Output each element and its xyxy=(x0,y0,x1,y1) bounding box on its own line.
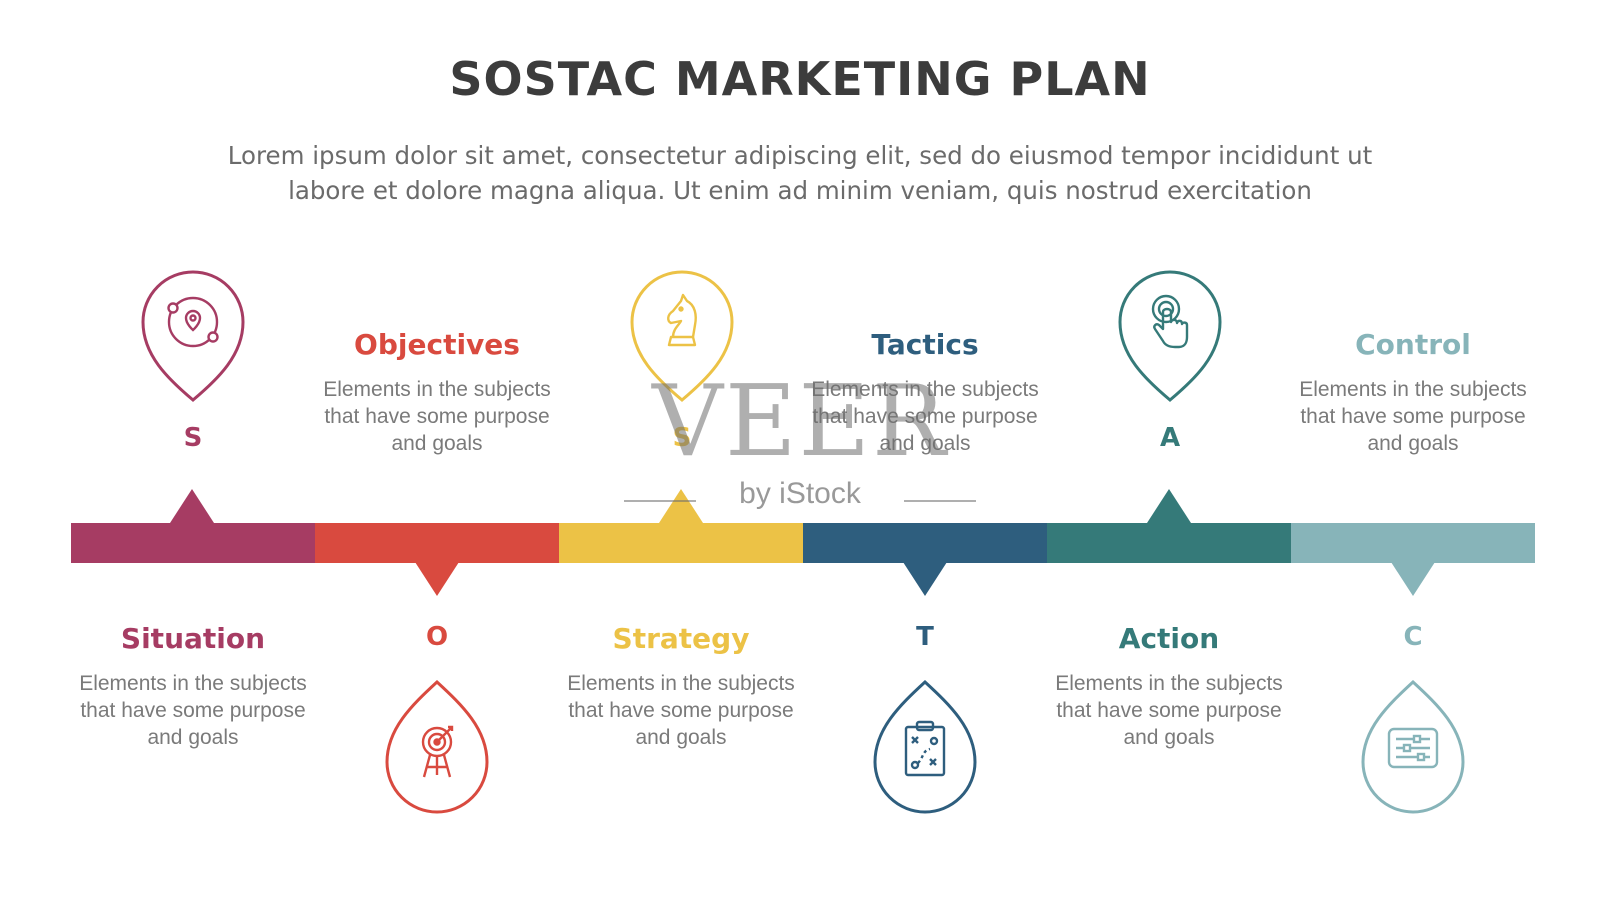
heading-control: Control xyxy=(1355,328,1471,361)
heading-objectives: Objectives xyxy=(354,328,520,361)
pin-situation xyxy=(138,267,248,407)
letter-strategy: S xyxy=(672,423,692,453)
letter-objectives: O xyxy=(425,622,449,652)
timeline-segment-situation xyxy=(71,523,315,563)
timeline-segment-control xyxy=(1291,523,1535,563)
timeline-segment-objectives xyxy=(315,523,559,563)
page-title: SOSTAC MARKETING PLAN xyxy=(449,52,1151,106)
letter-control: C xyxy=(1403,622,1423,652)
desc-action: Elements in the subjects that have some … xyxy=(1055,672,1283,749)
pin-control xyxy=(1358,677,1468,817)
timeline-segment-action xyxy=(1047,523,1291,563)
control-sliders-icon xyxy=(1387,727,1439,769)
watermark-line-right xyxy=(904,500,976,502)
pin-action xyxy=(1115,267,1225,407)
pin-tactics xyxy=(870,677,980,817)
desc-objectives: Elements in the subjects that have some … xyxy=(323,378,551,455)
timeline-segment-tactics xyxy=(803,523,1047,563)
pointer-strategy xyxy=(659,489,703,523)
timeline-segment-strategy xyxy=(559,523,803,563)
heading-situation: Situation xyxy=(120,622,266,655)
tactics-clipboard-icon xyxy=(904,720,946,777)
pointer-tactics xyxy=(903,562,947,596)
heading-strategy: Strategy xyxy=(612,622,750,655)
heading-tactics: Tactics xyxy=(871,328,979,361)
letter-action: A xyxy=(1159,423,1181,453)
pin-objectives xyxy=(382,677,492,817)
heading-action: Action xyxy=(1118,622,1220,655)
pointer-action xyxy=(1147,489,1191,523)
desc-strategy: Elements in the subjects that have some … xyxy=(567,672,795,749)
pointer-situation xyxy=(170,489,214,523)
letter-situation: S xyxy=(183,423,203,453)
desc-tactics: Elements in the subjects that have some … xyxy=(811,378,1039,455)
subtitle-line-1: Lorem ipsum dolor sit amet, consectetur … xyxy=(227,141,1373,170)
chess-knight-icon xyxy=(667,293,697,347)
hand-click-icon xyxy=(1151,294,1189,349)
subtitle-line-2: labore et dolore magna aliqua. Ut enim a… xyxy=(288,176,1312,205)
desc-control: Elements in the subjects that have some … xyxy=(1299,378,1527,455)
pin-strategy xyxy=(627,267,737,407)
location-network-icon xyxy=(167,296,219,348)
pointer-control xyxy=(1391,562,1435,596)
page-subtitle: Lorem ipsum dolor sit amet, consectetur … xyxy=(120,138,1480,208)
target-board-icon xyxy=(421,725,454,778)
desc-situation: Elements in the subjects that have some … xyxy=(79,672,307,749)
letter-tactics: T xyxy=(916,622,934,652)
pointer-objectives xyxy=(415,562,459,596)
